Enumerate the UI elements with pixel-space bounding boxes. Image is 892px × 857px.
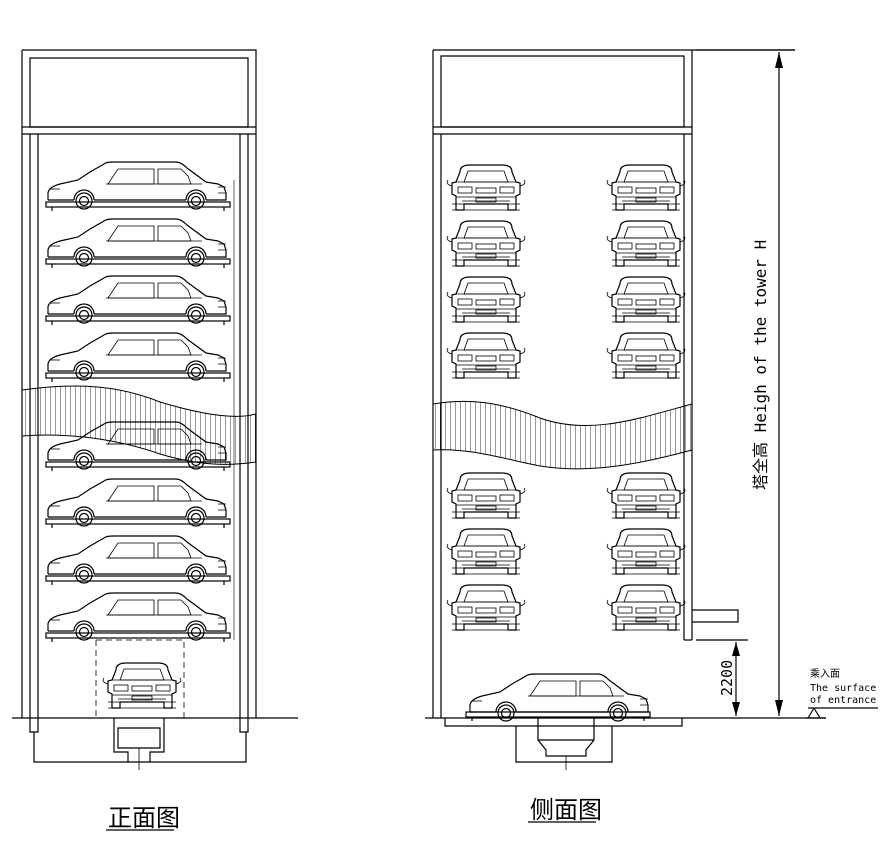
front-pallet — [45, 575, 231, 586]
entrance-car — [469, 673, 649, 722]
entrance-label-en-1: The surface — [810, 683, 876, 694]
entrance-label-cn: 乘入面 — [810, 668, 840, 680]
side-parked-car — [446, 528, 526, 575]
side-parked-car — [446, 276, 526, 323]
side-parked-car — [606, 276, 686, 323]
side-parked-car — [606, 584, 686, 631]
side-parked-car — [446, 472, 526, 519]
entrance-height-dimension: 2200 — [696, 639, 748, 716]
tower-height-dimension: 塔全高 Heigh of the tower H — [696, 49, 795, 716]
side-break-band — [432, 400, 693, 470]
front-lift-car — [102, 662, 182, 709]
front-pallet — [45, 518, 231, 529]
side-parked-car — [606, 332, 686, 379]
entrance-label-en-2: of entrance — [810, 695, 876, 706]
front-view-title: 正面图 — [108, 804, 180, 832]
side-car-grid — [446, 164, 686, 631]
side-view-title: 侧面图 — [530, 796, 602, 824]
front-lift-pit — [33, 639, 247, 770]
front-pallet — [45, 632, 231, 643]
side-parked-car — [606, 528, 686, 575]
front-pallet — [45, 258, 231, 269]
front-pallet — [45, 201, 231, 212]
side-parked-car — [606, 472, 686, 519]
side-parked-car — [446, 584, 526, 631]
front-break-band — [21, 385, 257, 465]
entrance-surface-label: 乘入面 The surface of entrance — [806, 668, 878, 719]
side-parked-car — [446, 220, 526, 267]
side-parked-car — [446, 332, 526, 379]
side-parked-car — [446, 164, 526, 211]
front-pallet — [45, 372, 231, 383]
side-parked-car — [606, 220, 686, 267]
front-view: 正面图 — [12, 49, 298, 832]
tower-height-label: 塔全高 Heigh of the tower H — [751, 240, 770, 490]
front-pallet — [45, 315, 231, 326]
front-view-caption: 正面图 — [106, 804, 180, 832]
side-view-caption: 侧面图 — [528, 796, 602, 824]
side-parked-car — [606, 164, 686, 211]
side-view: 侧面图 — [425, 49, 826, 824]
side-base — [425, 717, 826, 770]
entrance-height-label: 2200 — [718, 660, 736, 696]
